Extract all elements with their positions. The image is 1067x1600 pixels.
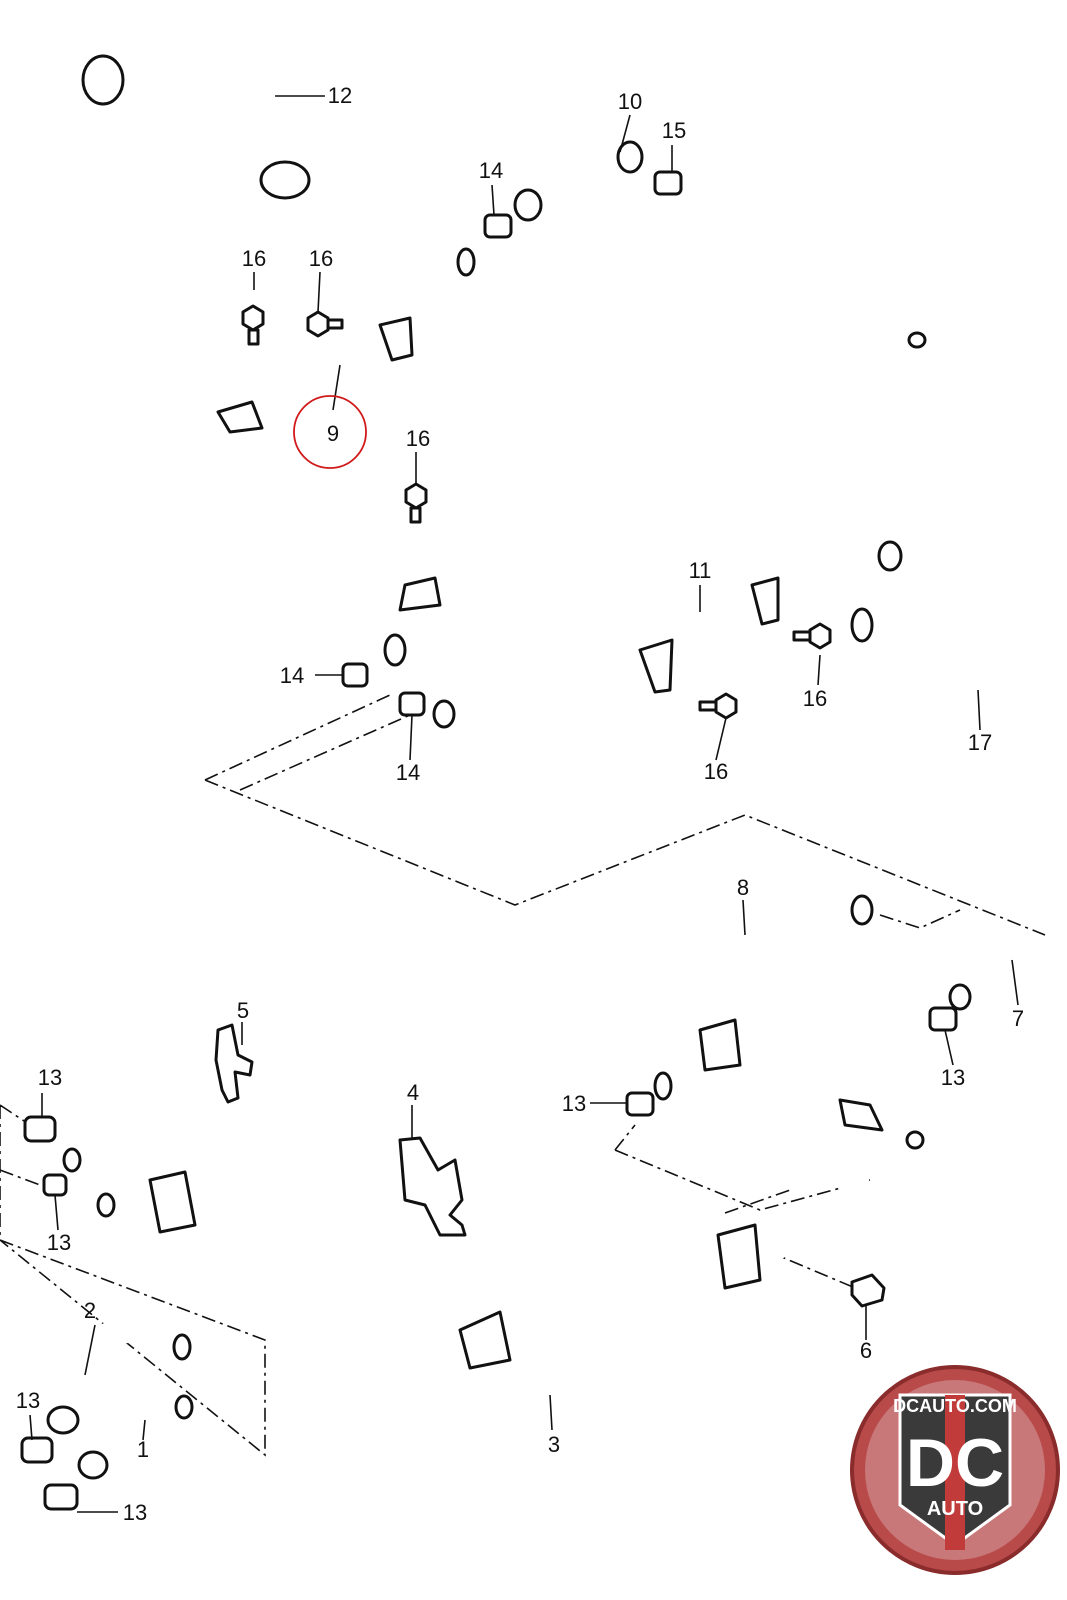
callout-11[interactable]: 11: [689, 558, 712, 583]
pipe-part-11[interactable]: [432, 540, 903, 803]
callout-14[interactable]: 14: [479, 158, 503, 183]
bracket-part-5[interactable]: [214, 1023, 254, 1104]
clamp-part-13[interactable]: [928, 1006, 958, 1032]
bolt-part-16[interactable]: [404, 482, 428, 524]
leader-lines: [29, 95, 1019, 1513]
clamp-part-13[interactable]: [23, 1115, 57, 1143]
callout-13[interactable]: 13: [941, 1065, 965, 1090]
clamp-part-15[interactable]: [653, 170, 683, 196]
callout-3[interactable]: 3: [548, 1432, 560, 1457]
callout-17[interactable]: 17: [968, 730, 992, 755]
dcauto-logo: DCAUTO.COM DC AUTO: [850, 1365, 1060, 1575]
hose-part-17[interactable]: [850, 331, 1012, 694]
callout-16[interactable]: 16: [309, 246, 333, 271]
callout-1[interactable]: 1: [137, 1437, 149, 1462]
clamp-part-13[interactable]: [625, 1091, 655, 1117]
callout-5[interactable]: 5: [237, 998, 249, 1023]
logo-mark-text: DC: [906, 1425, 1004, 1501]
callout-12[interactable]: 12: [328, 83, 352, 108]
clamp-part-13[interactable]: [42, 1173, 68, 1197]
highlight-circle-part-9: [293, 395, 367, 469]
callout-13[interactable]: 13: [47, 1230, 71, 1255]
hose-part-12[interactable]: [81, 49, 311, 201]
clamp-part-14[interactable]: [398, 691, 426, 717]
callout-14[interactable]: 14: [396, 760, 420, 785]
callout-16[interactable]: 16: [406, 426, 430, 451]
logo-word-text: AUTO: [927, 1498, 983, 1520]
callout-14[interactable]: 14: [280, 663, 304, 688]
bolt-part-16[interactable]: [698, 692, 738, 720]
hose-part-1[interactable]: [77, 1379, 194, 1480]
callout-13[interactable]: 13: [16, 1388, 40, 1413]
logo-site-text: DCAUTO.COM: [893, 1396, 1017, 1416]
clamps: [20, 170, 958, 1511]
hose-part-2[interactable]: [46, 1317, 193, 1435]
callout-16[interactable]: 16: [242, 246, 266, 271]
callout-2[interactable]: 2: [84, 1298, 96, 1323]
clamp-part-14[interactable]: [341, 662, 369, 688]
callout-labels: 1 2 3 4 5 6 7 8 9 10 11 12 13 13 13 13 1…: [16, 83, 1024, 1525]
clamp-part-14[interactable]: [483, 213, 513, 239]
pipe-part-9[interactable]: [201, 247, 510, 705]
bolt-part-16[interactable]: [306, 310, 344, 338]
hose-part-7[interactable]: [948, 936, 1037, 1011]
hose-part-10[interactable]: [513, 128, 644, 222]
clamp-part-13[interactable]: [20, 1436, 54, 1464]
callout-7[interactable]: 7: [1012, 1006, 1024, 1031]
callout-16[interactable]: 16: [803, 686, 827, 711]
hose-part-8[interactable]: [653, 894, 874, 1120]
bolt-part-16[interactable]: [792, 622, 832, 650]
callout-13[interactable]: 13: [38, 1065, 62, 1090]
callout-6[interactable]: 6: [860, 1338, 872, 1363]
callout-13[interactable]: 13: [123, 1500, 147, 1525]
callout-13[interactable]: 13: [562, 1091, 586, 1116]
callout-4[interactable]: 4: [407, 1080, 419, 1105]
clamp-part-13[interactable]: [43, 1483, 79, 1511]
callout-8[interactable]: 8: [737, 875, 749, 900]
callout-15[interactable]: 15: [662, 118, 686, 143]
pipe-part-3[interactable]: [61, 1036, 925, 1380]
clip-part-6[interactable]: [850, 1273, 886, 1308]
bolt-part-16[interactable]: [241, 304, 265, 346]
bracket-part-4[interactable]: [398, 1136, 467, 1237]
callout-9[interactable]: 9: [327, 421, 339, 446]
callout-10[interactable]: 10: [618, 89, 642, 114]
callout-16[interactable]: 16: [704, 759, 728, 784]
